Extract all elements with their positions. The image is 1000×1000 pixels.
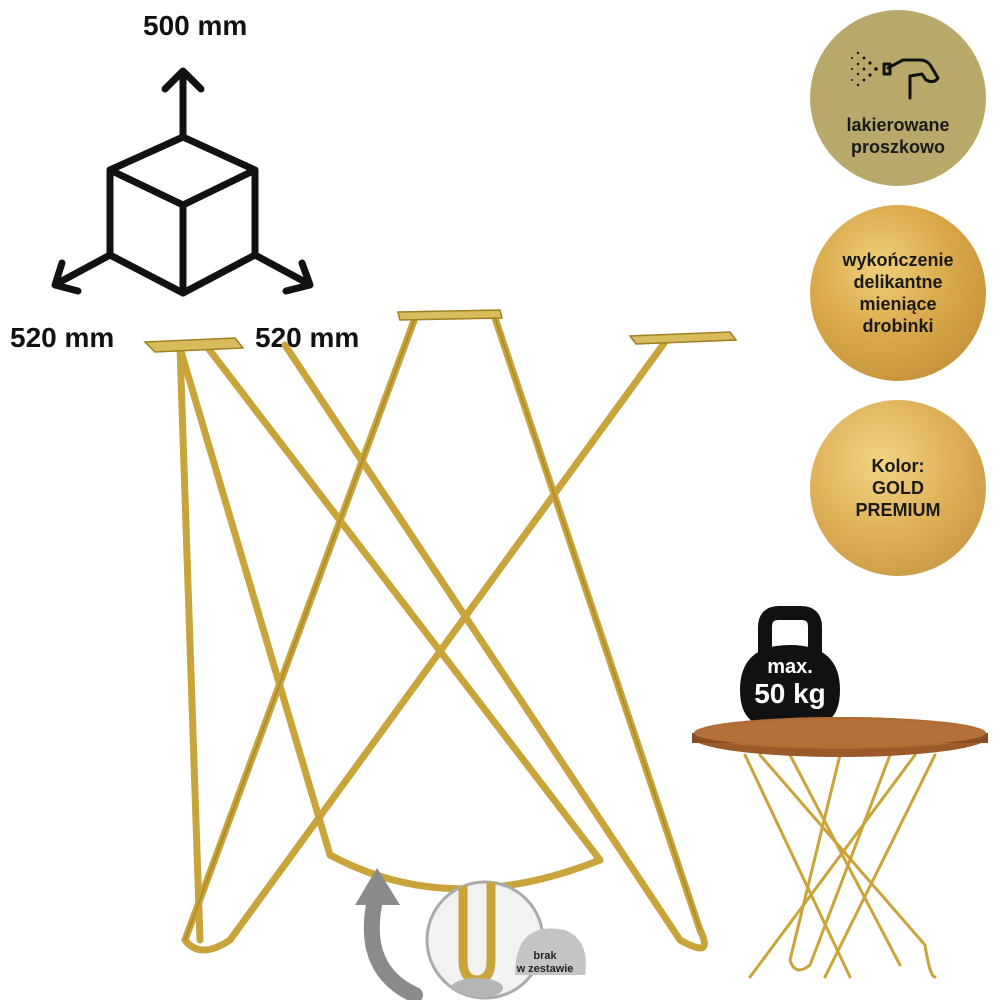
- badge-1-line-1: lakierowane: [846, 115, 950, 135]
- foot-cap-detail-image: [425, 880, 586, 1000]
- badge-2-line-1: wykończenie: [842, 250, 954, 270]
- plate-right: [628, 331, 738, 345]
- max-weight-line-1: max.: [767, 656, 813, 678]
- plate-center: [397, 309, 503, 321]
- left-outer-rod: [176, 344, 204, 944]
- width-label: 520 mm: [10, 322, 115, 353]
- finish-badge: wykończenie delikantne mieniące drobinki: [810, 205, 986, 381]
- badge-2-line-2: delikantne: [853, 272, 943, 292]
- depth-label: 520 mm: [255, 322, 360, 353]
- plate-left: [143, 337, 245, 353]
- spray-gun-icon: [851, 51, 940, 100]
- right-leg: [281, 314, 708, 952]
- badge-3-line-2: GOLD: [872, 478, 924, 498]
- badge-1-line-2: proszkowo: [850, 137, 945, 157]
- left-leg-rod-b: [204, 344, 604, 864]
- badge-3-line-3: PREMIUM: [855, 500, 941, 520]
- badge-3-line-1: Kolor:: [871, 456, 925, 476]
- kettlebell-icon: [740, 606, 840, 723]
- center-leg: [181, 314, 669, 954]
- badge-2-line-4: drobinki: [862, 316, 934, 336]
- max-weight-line-2: 50 kg: [754, 678, 826, 709]
- left-leg-rod-a: [176, 344, 334, 859]
- dimensions-cube-icon: [51, 67, 314, 297]
- color-badge: Kolor: GOLD PREMIUM: [810, 400, 986, 576]
- max-weight-label: max. 50 kg: [735, 650, 845, 710]
- not-included-line-2: w zestawie: [516, 963, 574, 975]
- not-included-line-1: brak: [533, 950, 557, 962]
- powder-coated-badge: lakierowane proszkowo: [810, 10, 986, 186]
- badge-2-line-3: mieniące: [859, 294, 937, 314]
- table-legs-image: [143, 309, 738, 954]
- not-included-note: brak w zestawie: [505, 950, 585, 976]
- example-table-image: [692, 717, 988, 979]
- rotate-arrow-icon: [355, 868, 423, 1000]
- height-label: 500 mm: [143, 10, 248, 41]
